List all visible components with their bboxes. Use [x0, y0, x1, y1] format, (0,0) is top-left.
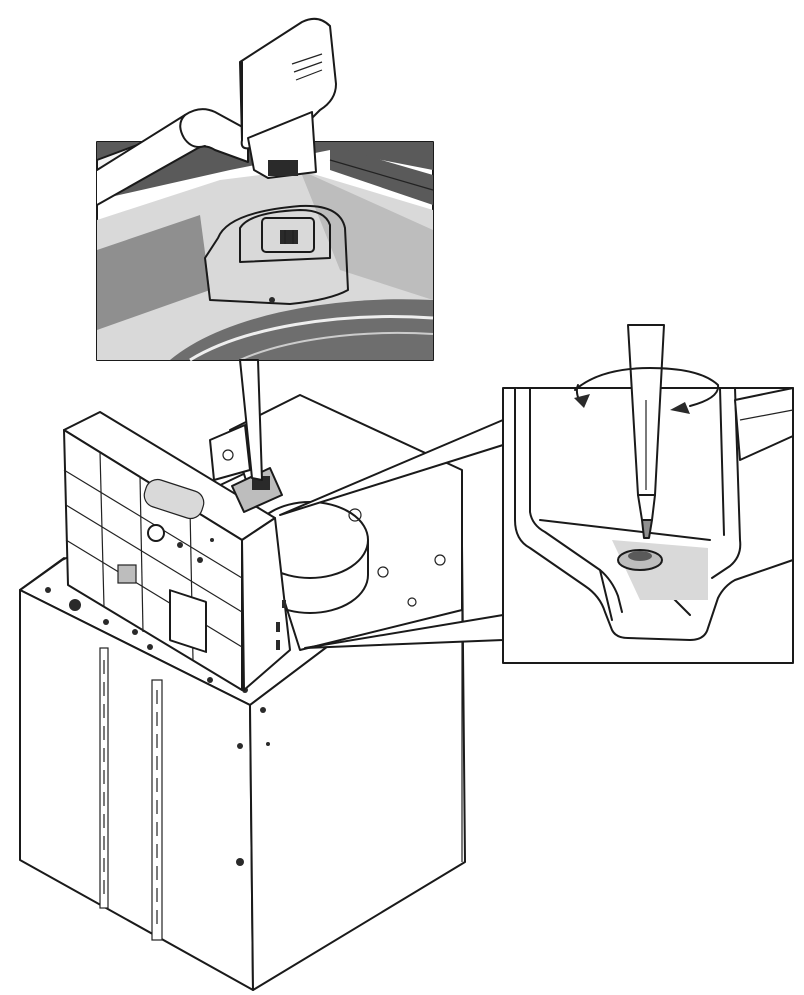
control-box [63, 411, 291, 691]
screw-detail-callout [279, 324, 794, 664]
power-cord-plug-icon [96, 17, 337, 206]
rotation-arrow-icon [574, 367, 720, 414]
top-callout-pointer [239, 359, 263, 481]
